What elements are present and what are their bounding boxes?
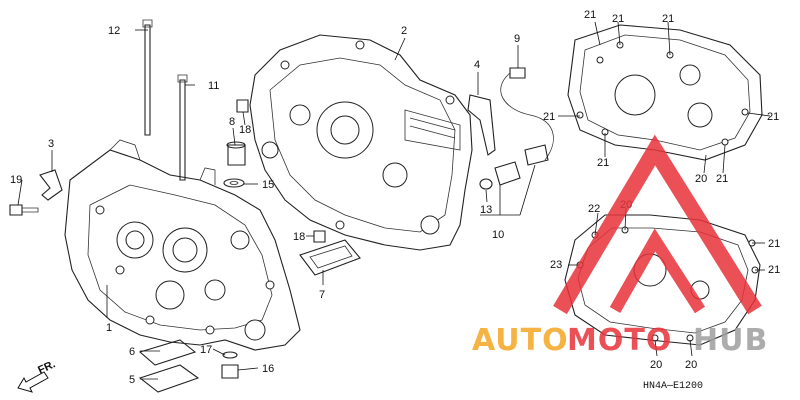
callout-3: 3 [48, 138, 54, 150]
callout-17: 17 [200, 344, 212, 356]
callout-20-bottom-b: 20 [685, 359, 697, 371]
callout-10: 10 [492, 229, 504, 241]
callout-11: 11 [208, 80, 219, 92]
callouts: 1 2 3 4 5 6 7 8 9 10 11 12 13 15 16 17 1… [10, 9, 780, 386]
callout-1: 1 [106, 322, 112, 334]
left-crankcase-part [64, 139, 301, 351]
callout-19: 19 [10, 174, 22, 186]
callout-21-top-a: 21 [584, 9, 596, 21]
callout-20-upper: 20 [695, 173, 707, 185]
callout-9: 9 [514, 33, 520, 45]
callout-21-lower-b: 21 [768, 264, 780, 276]
callout-21-right: 21 [767, 111, 779, 123]
callout-21-lower-right: 21 [716, 173, 728, 185]
right-crankcase-part [249, 34, 473, 251]
callout-18-dowel-lower: 18 [293, 231, 305, 243]
callout-15: 15 [262, 179, 274, 191]
callout-7: 7 [319, 289, 325, 301]
callout-18-dowel: 18 [239, 124, 251, 136]
diagram-code: HN4A—E1200 [643, 381, 703, 392]
watermark-logo: AUTO MOTO HUB [472, 134, 768, 358]
callout-2: 2 [401, 25, 407, 37]
stud-bolts [142, 19, 188, 181]
watermark-hub: HUB [693, 323, 768, 358]
callout-13: 13 [480, 204, 492, 216]
callout-20-bottom-a: 20 [650, 359, 662, 371]
callout-23: 23 [550, 259, 562, 271]
callout-21-left: 21 [543, 111, 555, 123]
small-parts [9, 67, 554, 393]
callout-6: 6 [129, 346, 135, 358]
callout-22: 22 [588, 203, 600, 215]
watermark-moto: MOTO [567, 323, 672, 358]
callout-21-top-c: 21 [662, 13, 674, 25]
watermark-auto: AUTO [472, 323, 569, 358]
callout-21-lower-a: 21 [768, 238, 780, 250]
callout-5: 5 [129, 374, 135, 386]
leader-lines [17, 21, 771, 380]
callout-21-top-b: 21 [612, 13, 624, 25]
callout-4: 4 [474, 59, 480, 71]
callout-12: 12 [108, 25, 120, 37]
callout-16: 16 [262, 363, 274, 375]
callout-8: 8 [229, 116, 235, 128]
crankcase-gasket-upper [567, 24, 763, 161]
front-direction-label: FR. [36, 358, 57, 376]
front-direction-arrow: FR. [17, 358, 57, 393]
callout-21-bottom: 21 [597, 157, 609, 169]
